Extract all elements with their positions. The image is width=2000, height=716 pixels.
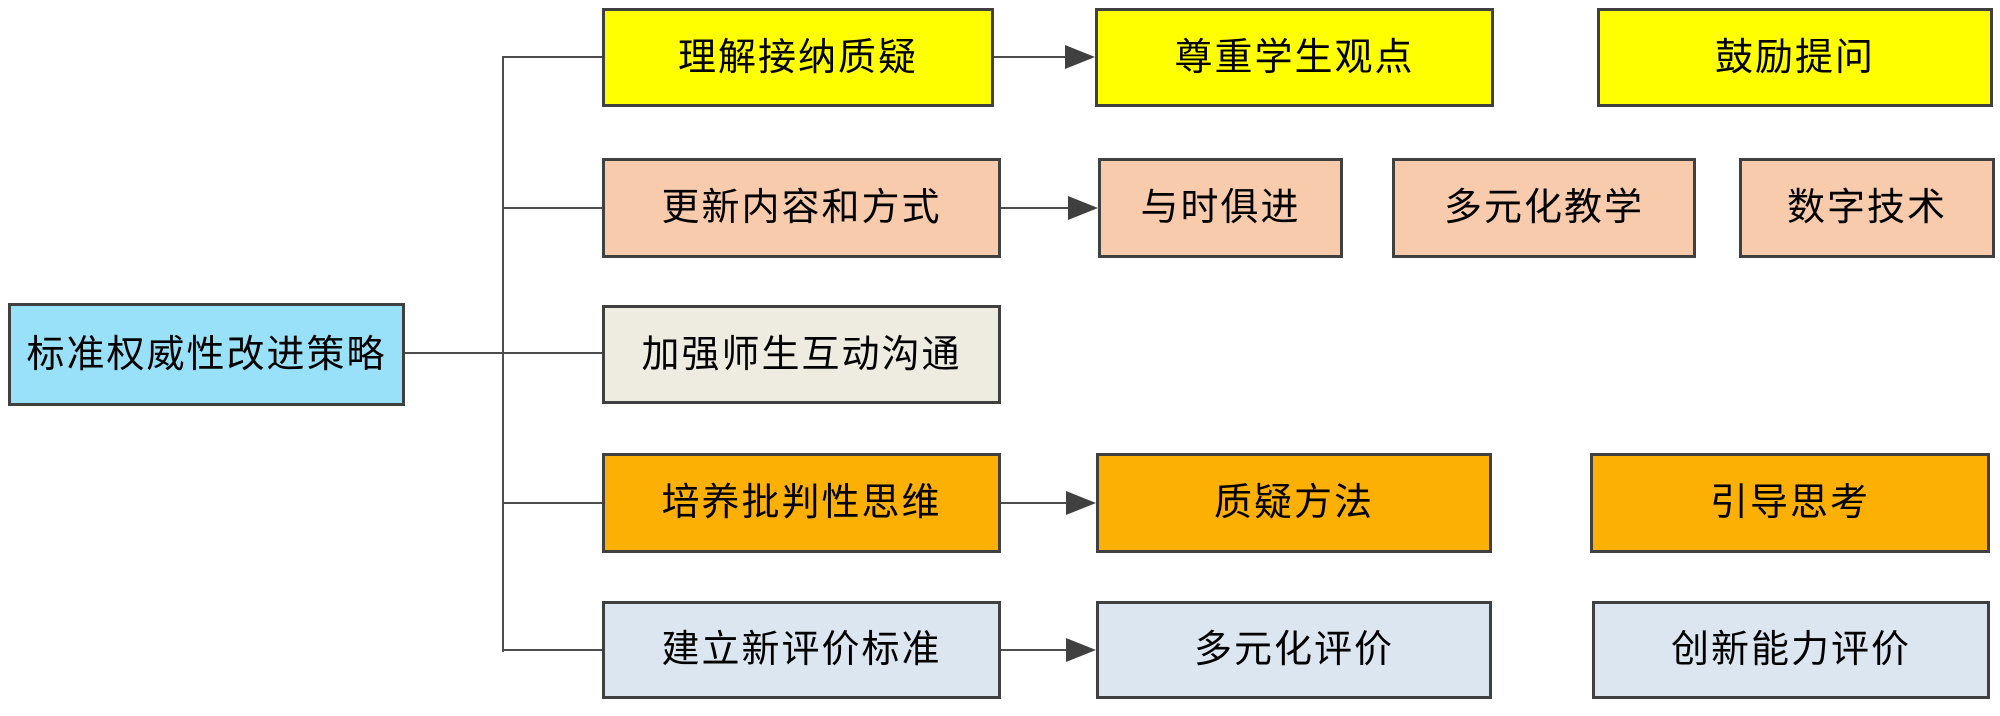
node-digital-technology: 数字技术 bbox=[1739, 158, 1995, 258]
node-encourage-questions: 鼓励提问 bbox=[1597, 8, 1993, 107]
connector-root-to-trunk bbox=[405, 352, 503, 354]
connector-stub-row4 bbox=[503, 502, 602, 504]
connector-stub-row2 bbox=[503, 207, 602, 209]
node-keep-pace-with-times: 与时俱进 bbox=[1098, 158, 1343, 258]
node-diversified-teaching: 多元化教学 bbox=[1392, 158, 1696, 258]
connector-stub-row3 bbox=[503, 352, 602, 354]
arrow-shaft-row1 bbox=[994, 56, 1067, 58]
node-root-strategy: 标准权威性改进策略 bbox=[8, 303, 405, 406]
node-guide-thinking: 引导思考 bbox=[1590, 453, 1990, 553]
connector-stub-row5 bbox=[503, 649, 602, 651]
node-understand-accept-doubt: 理解接纳质疑 bbox=[602, 8, 994, 107]
arrowhead-icon-row2 bbox=[1068, 196, 1098, 220]
arrowhead-icon-row5 bbox=[1066, 638, 1096, 662]
arrow-shaft-row5 bbox=[1001, 649, 1068, 651]
node-update-content-methods: 更新内容和方式 bbox=[602, 158, 1001, 258]
node-teacher-student-communication: 加强师生互动沟通 bbox=[602, 305, 1001, 404]
node-innovation-ability-evaluation: 创新能力评价 bbox=[1592, 601, 1990, 699]
node-respect-student-views: 尊重学生观点 bbox=[1095, 8, 1494, 107]
node-questioning-methods: 质疑方法 bbox=[1096, 453, 1492, 553]
arrow-shaft-row2 bbox=[1001, 207, 1070, 209]
connector-trunk bbox=[502, 56, 504, 652]
node-cultivate-critical-thinking: 培养批判性思维 bbox=[602, 453, 1001, 553]
arrowhead-icon-row4 bbox=[1066, 491, 1096, 515]
node-diversified-evaluation: 多元化评价 bbox=[1096, 601, 1492, 699]
connector-stub-row1 bbox=[503, 56, 602, 58]
node-new-evaluation-standards: 建立新评价标准 bbox=[602, 601, 1001, 699]
arrow-shaft-row4 bbox=[1001, 502, 1068, 504]
arrowhead-icon-row1 bbox=[1065, 45, 1095, 69]
